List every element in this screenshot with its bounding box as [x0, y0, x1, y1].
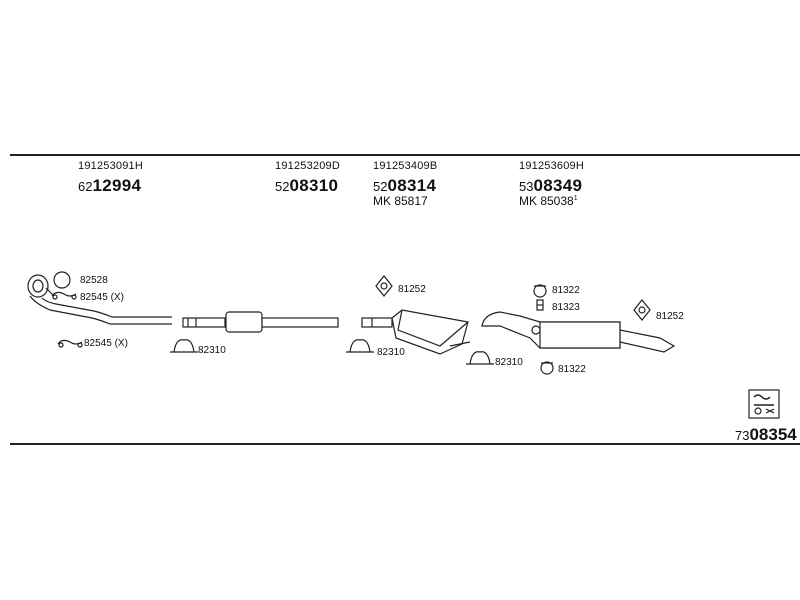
- label-81323: 81323: [552, 302, 580, 313]
- part-main: 12994: [92, 176, 142, 195]
- clamp-82545-upper-icon: [51, 291, 77, 300]
- mk-text: MK 85038: [519, 194, 574, 208]
- part-main: 08310: [289, 176, 339, 195]
- label-82545-lower: 82545 (X): [84, 338, 128, 349]
- clamp-82310-b-icon: [346, 339, 374, 353]
- top-rule: [10, 154, 800, 156]
- kit-code-prefix: 73: [735, 428, 750, 443]
- part-number-1: 6212994: [78, 176, 141, 196]
- label-81322-b: 81322: [558, 364, 586, 375]
- rubber-ring-81322-a-icon: [533, 284, 547, 298]
- middle-pipe: [182, 311, 339, 333]
- label-82310-a: 82310: [198, 345, 226, 356]
- part-prefix: 53: [519, 179, 534, 194]
- part-prefix: 52: [275, 179, 290, 194]
- kit-code: 7308354: [735, 425, 797, 445]
- ref-number-1: 191253091H: [78, 160, 144, 172]
- rear-silencer: [481, 311, 676, 353]
- part-prefix: 52: [373, 179, 388, 194]
- front-pipe: [27, 274, 172, 325]
- label-82545-upper: 82545 (X): [80, 292, 124, 303]
- rubber-mount-81252-b-icon: [633, 299, 651, 321]
- part-main: 08314: [387, 176, 437, 195]
- label-82528: 82528: [80, 275, 108, 286]
- rubber-ring-81322-b-icon: [540, 361, 554, 375]
- mk-number-4: MK 850381: [519, 194, 578, 208]
- clamp-82545-lower-icon: [57, 339, 83, 348]
- front-silencer: [361, 309, 471, 355]
- part-number-2: 5208310: [275, 176, 338, 196]
- clamp-82310-a-icon: [170, 339, 198, 353]
- part-number-4: 5308349: [519, 176, 582, 196]
- part-number-3: 5208314: [373, 176, 436, 196]
- label-82310-c: 82310: [495, 357, 523, 368]
- rubber-mount-81252-a-icon: [375, 275, 393, 297]
- label-81252-a: 81252: [398, 284, 426, 295]
- mk-superscript: 1: [573, 195, 578, 202]
- bottom-rule: [10, 443, 800, 445]
- label-81322-a: 81322: [552, 285, 580, 296]
- ref-number-3: 191253409B: [373, 160, 438, 172]
- label-81252-b: 81252: [656, 311, 684, 322]
- ref-number-4: 191253609H: [519, 160, 585, 172]
- kit-code-main: 08354: [749, 425, 797, 444]
- rubber-mount-81323-icon: [536, 299, 544, 311]
- kit-box-icon: [748, 389, 780, 419]
- ref-number-2: 191253209D: [275, 160, 341, 172]
- part-prefix: 62: [78, 179, 93, 194]
- label-82310-b: 82310: [377, 347, 405, 358]
- mk-number-3: MK 85817: [373, 194, 428, 208]
- clamp-82310-c-icon: [466, 351, 494, 365]
- gasket-82528-icon: [53, 271, 71, 289]
- part-main: 08349: [533, 176, 583, 195]
